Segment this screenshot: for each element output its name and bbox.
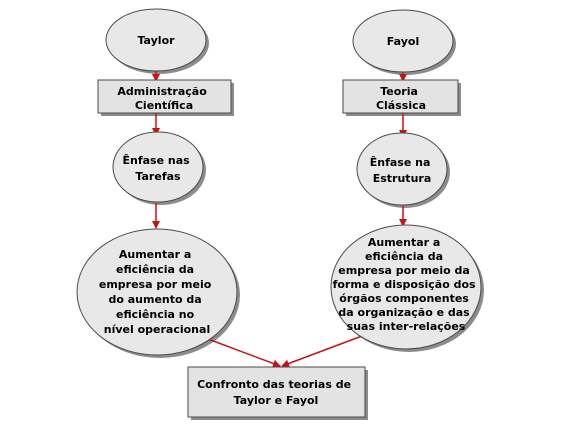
taylor-ellipse: [105, 8, 207, 72]
confronto-box: [187, 366, 366, 418]
admin-cientifica-label: Administração Científica: [117, 85, 210, 112]
labels: Taylor Fayol Administração Científica Te…: [99, 34, 480, 407]
fayol-label: Fayol: [387, 35, 419, 48]
teoria-classica-box: [342, 79, 459, 114]
arrow-eficiencia-taylor-to-confronto: [199, 335, 281, 368]
shapes: [76, 8, 482, 418]
enfase-tarefas-label: Ênfase nas Tarefas: [122, 154, 193, 183]
eficiencia-taylor-ellipse: [76, 228, 238, 356]
teoria-classica-label: Teoria Clássica: [376, 85, 426, 112]
taylor-label: Taylor: [137, 34, 175, 47]
enfase-estrutura-ellipse: [356, 132, 448, 206]
enfase-tarefas-ellipse: [112, 131, 204, 203]
eficiencia-fayol-label: Aumentar a eficiência da empresa por mei…: [333, 236, 480, 333]
eficiencia-fayol-ellipse: [330, 224, 482, 350]
confronto-label: Confronto das teorias de Taylor e Fayol: [197, 378, 355, 407]
shadows: [80, 12, 484, 420]
eficiencia-taylor-label: Aumentar a eficiência da empresa por mei…: [99, 248, 215, 336]
fayol-ellipse: [352, 9, 454, 73]
admin-cientifica-box: [97, 79, 232, 114]
enfase-estrutura-label: Ênfase na Estrutura: [370, 156, 435, 185]
arrow-eficiencia-fayol-to-confronto: [281, 335, 363, 368]
